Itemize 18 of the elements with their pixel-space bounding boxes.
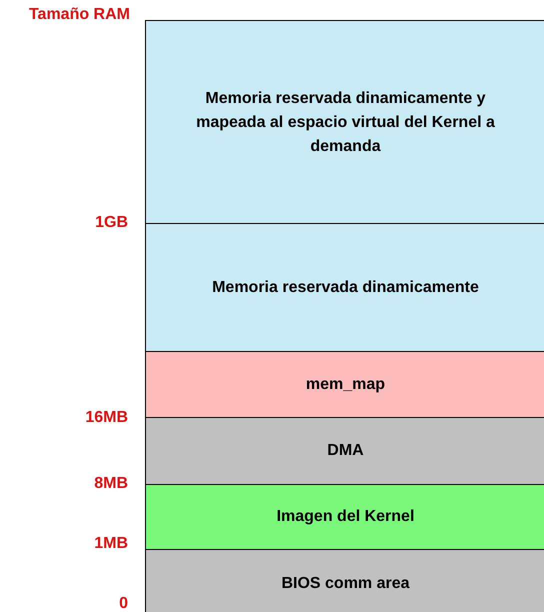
address-tick-label: 1MB xyxy=(94,535,128,553)
memory-region xyxy=(145,549,544,612)
region-label: DMA xyxy=(327,441,364,461)
address-tick-label: 16MB xyxy=(85,409,128,427)
region-label: Memoria reservada dinamicamente xyxy=(212,278,479,298)
region-label: mem_map xyxy=(306,374,386,394)
axis-title: Tamaño RAM xyxy=(28,6,130,24)
address-tick-label: 0 xyxy=(119,595,128,612)
memory-region xyxy=(145,223,544,352)
address-tick-label: 8MB xyxy=(94,475,128,493)
region-label: Memoria reservada dinamicamente y mapeada al espacio virtual del Kernel a demanda xyxy=(195,88,496,156)
address-tick-label: 1GB xyxy=(95,214,128,232)
region-label: BIOS comm area xyxy=(281,574,410,594)
region-label: Imagen del Kernel xyxy=(276,507,414,527)
memory-region xyxy=(145,20,544,225)
memory-region xyxy=(145,351,544,418)
memory-region xyxy=(145,484,544,550)
memory-region xyxy=(145,417,544,485)
